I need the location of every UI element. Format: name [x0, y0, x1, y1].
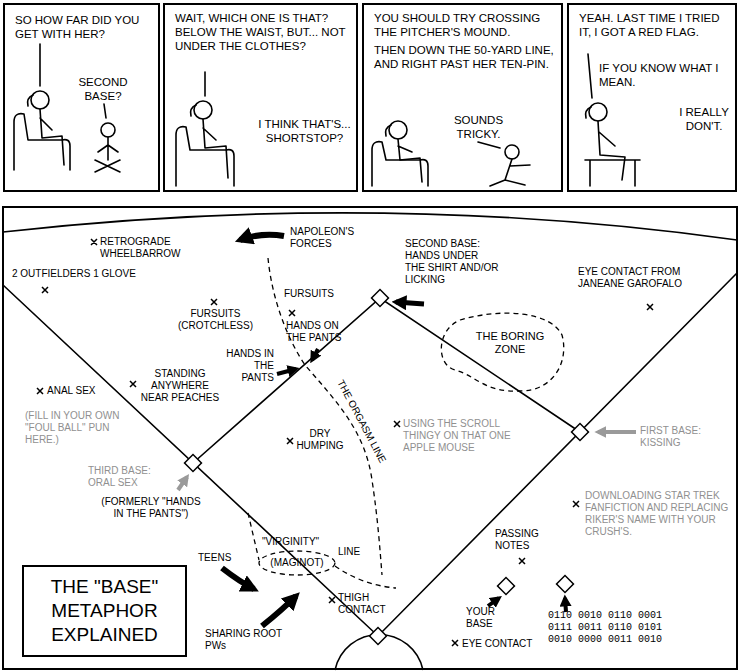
text-wrap: YEAH. LAST TIME I TRIED IT, I GOT A RED …	[579, 11, 729, 39]
text-wrap: WAIT, WHICH ONE IS THAT? BELOW THE WAIST…	[175, 11, 353, 53]
label-wrap: TEENS	[198, 552, 243, 564]
label-wrap: FIRST BASE: KISSING	[640, 425, 720, 449]
label-wrap: FURSUITS	[284, 288, 344, 300]
field-label: DRY HUMPING	[296, 428, 344, 452]
text-wrap: I REALLY DON'T.	[674, 105, 734, 133]
speech-text: SOUNDS TRICKY.	[446, 113, 511, 141]
arrows	[178, 235, 636, 626]
title-text: THE "BASE" METAPHOR EXPLAINED	[32, 575, 177, 647]
speech-text: WAIT, WHICH ONE IS THAT? BELOW THE WAIST…	[175, 11, 353, 53]
text-wrap: THEN DOWN THE 50-YARD LINE, AND RIGHT PA…	[374, 43, 559, 71]
field-label: LINE	[338, 546, 368, 558]
label-wrap: HANDS ON THE PANTS	[286, 320, 351, 344]
label-wrap: DRY HUMPING	[296, 428, 344, 452]
text-wrap: IF YOU KNOW WHAT I MEAN.	[599, 61, 724, 89]
label-wrap: DOWNLOADING STAR TREK FANFICTION AND REP…	[585, 490, 730, 538]
text-wrap: THE BORING ZONE	[470, 330, 550, 356]
field-label: NAPOLEON'S FORCES	[290, 226, 365, 250]
label-wrap: SHARING ROOT PWs	[205, 628, 285, 652]
label-wrap: RETROGRADE WHEELBARROW	[100, 236, 215, 260]
label-wrap: NAPOLEON'S FORCES	[290, 226, 365, 250]
field-label: EYE CONTACT FROM JANEANE GAROFALO	[578, 266, 708, 290]
label-wrap: (FORMERLY "HANDS IN THE PANTS")	[95, 496, 207, 520]
label-wrap: EYE CONTACT FROM JANEANE GAROFALO	[578, 266, 708, 290]
field-label: (MAGINOT)	[259, 557, 335, 569]
label-wrap: SECOND BASE: HANDS UNDER THE SHIRT AND/O…	[405, 238, 500, 286]
field-label: "VIRGINITY"	[262, 536, 337, 548]
label-wrap: USING THE SCROLL THINGY ON THAT ONE APPL…	[403, 418, 513, 454]
label-wrap: ANAL SEX	[47, 385, 107, 397]
field-label: RETROGRADE WHEELBARROW	[100, 236, 215, 260]
label-wrap: (MAGINOT)	[259, 557, 335, 569]
label-wrap: HANDS IN THE PANTS	[222, 348, 274, 384]
stick-figures	[14, 44, 640, 186]
field-label: THE ORGASM LINE	[334, 378, 396, 481]
label-wrap: STANDING ANYWHERE NEAR PEACHES	[140, 368, 220, 404]
zone-blob: THE BORING ZONE	[430, 305, 570, 400]
binary-text: 0110 0010 0110 0001 0111 0011 0110 0101 …	[548, 610, 678, 646]
dashed-lines	[248, 258, 396, 588]
field-label: (FORMERLY "HANDS IN THE PANTS")	[95, 496, 207, 520]
comic-panel: YEAH. LAST TIME I TRIED IT, I GOT A RED …	[567, 3, 737, 192]
label-wrap: 0110 0010 0110 0001 0111 0011 0110 0101 …	[548, 610, 678, 646]
field-label: 2 OUTFIELDERS 1 GLOVE	[12, 268, 162, 280]
label-wrap: FURSUITS (CROTCHLESS)	[178, 308, 253, 332]
label-wrap: 2 OUTFIELDERS 1 GLOVE	[12, 268, 162, 280]
field-label: FIRST BASE: KISSING	[640, 425, 720, 449]
label-wrap: (FILL IN YOUR OWN "FOUL BALL" PUN HERE.)	[25, 410, 127, 446]
text-wrap: I THINK THAT'S... SHORTSTOP?	[257, 117, 352, 145]
field-label: USING THE SCROLL THINGY ON THAT ONE APPL…	[403, 418, 513, 454]
label-wrap: THIRD BASE: ORAL SEX	[88, 465, 168, 489]
field-label: SHARING ROOT PWs	[205, 628, 285, 652]
panel-border	[3, 207, 737, 669]
speech-text: I REALLY DON'T.	[674, 105, 734, 133]
field-label: THIRD BASE: ORAL SEX	[88, 465, 168, 489]
speech-text: SO HOW FAR DID YOU GET WITH HER?	[15, 13, 155, 41]
baseball-field	[3, 213, 737, 670]
bases	[185, 290, 589, 645]
field-label: SECOND BASE: HANDS UNDER THE SHIRT AND/O…	[405, 238, 500, 286]
field-label: PASSING NOTES	[495, 528, 555, 552]
speech-text: I THINK THAT'S... SHORTSTOP?	[257, 117, 352, 145]
field-label: ANAL SEX	[47, 385, 107, 397]
title-box: THE "BASE" METAPHOR EXPLAINED	[22, 565, 187, 657]
speech-text: IF YOU KNOW WHAT I MEAN.	[599, 61, 724, 89]
label-wrap: PASSING NOTES	[495, 528, 555, 552]
label-wrap: THE ORGASM LINE	[334, 378, 396, 481]
label-wrap: "VIRGINITY"	[262, 536, 337, 548]
label-wrap: THIGH CONTACT	[338, 592, 390, 616]
comic-panel: YOU SHOULD TRY CROSSING THE PITCHER'S MO…	[362, 3, 563, 192]
field-label: YOUR BASE	[466, 606, 506, 630]
field-label: STANDING ANYWHERE NEAR PEACHES	[140, 368, 220, 404]
field-label: FURSUITS	[284, 288, 344, 300]
comic-panel: WAIT, WHICH ONE IS THAT? BELOW THE WAIST…	[163, 3, 358, 192]
field-label: THIGH CONTACT	[338, 592, 390, 616]
field-label: EYE CONTACT	[462, 638, 537, 650]
label-wrap: LINE	[338, 546, 368, 558]
field-label: TEENS	[198, 552, 243, 564]
comic-panel: SO HOW FAR DID YOU GET WITH HER? SECOND B…	[3, 3, 160, 192]
field-label: FURSUITS (CROTCHLESS)	[178, 308, 253, 332]
speech-text: YEAH. LAST TIME I TRIED IT, I GOT A RED …	[579, 11, 729, 39]
field-label: HANDS IN THE PANTS	[222, 348, 274, 384]
field-label: DOWNLOADING STAR TREK FANFICTION AND REP…	[585, 490, 730, 538]
speech-text: YOU SHOULD TRY CROSSING THE PITCHER'S MO…	[374, 11, 559, 39]
label-wrap: EYE CONTACT	[462, 638, 537, 650]
text-wrap: SO HOW FAR DID YOU GET WITH HER?	[15, 13, 155, 41]
label-wrap: YOUR BASE	[466, 606, 506, 630]
speech-text: THEN DOWN THE 50-YARD LINE, AND RIGHT PA…	[374, 43, 559, 71]
text-wrap: SOUNDS TRICKY.	[446, 113, 511, 141]
text-wrap: SECOND BASE?	[73, 75, 133, 103]
field-label: (FILL IN YOUR OWN "FOUL BALL" PUN HERE.)	[25, 410, 127, 446]
speech-text: SECOND BASE?	[73, 75, 133, 103]
text-wrap: YOU SHOULD TRY CROSSING THE PITCHER'S MO…	[374, 11, 559, 39]
zone-label: THE BORING ZONE	[470, 330, 550, 356]
field-label: HANDS ON THE PANTS	[286, 320, 351, 344]
